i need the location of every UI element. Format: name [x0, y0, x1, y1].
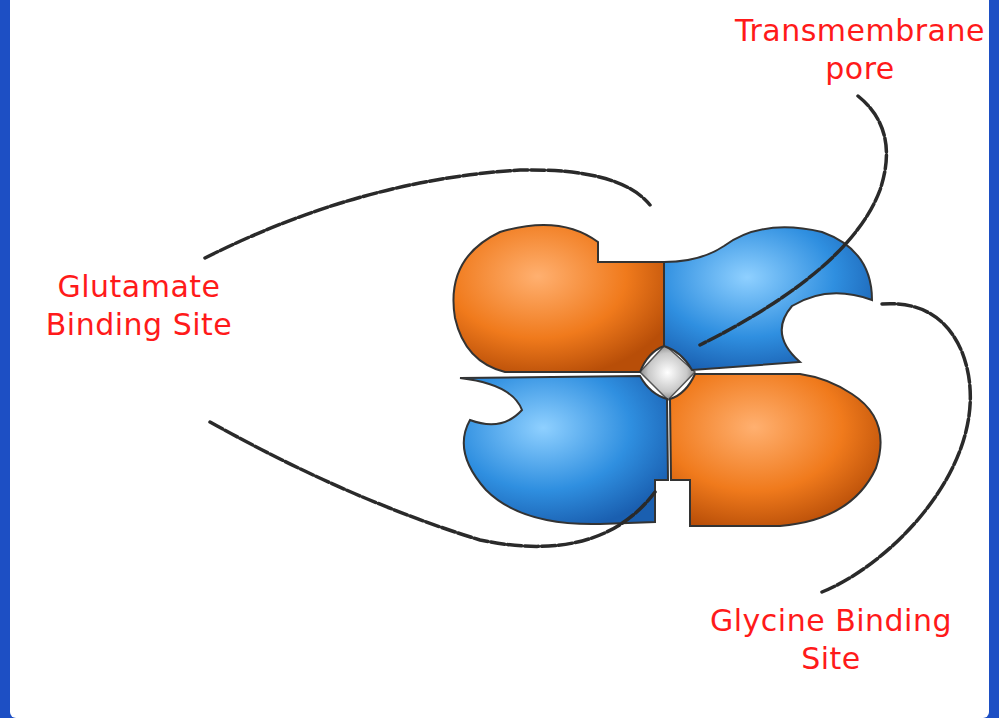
glycine-subunit	[460, 376, 668, 524]
glutamate-subunit	[453, 225, 664, 372]
leader-line	[700, 96, 886, 345]
callout-label: Transmembrane pore	[735, 12, 985, 88]
callout-label: Glycine Binding Site	[700, 602, 962, 678]
callout-label: Glutamate Binding Site	[8, 268, 270, 344]
leader-line	[205, 170, 650, 258]
glutamate-subunit	[670, 374, 881, 526]
leader-line	[210, 422, 655, 546]
leader-line	[822, 304, 970, 592]
